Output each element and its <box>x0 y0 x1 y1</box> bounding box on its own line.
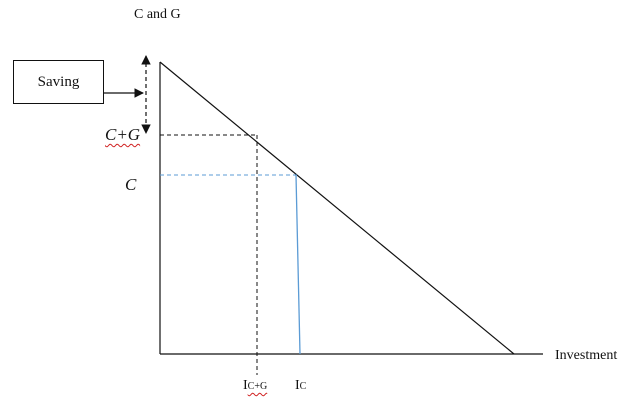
i-c-main: I <box>295 378 300 393</box>
saving-box-label: Saving <box>37 73 80 90</box>
c-level-label: C <box>125 175 137 194</box>
investment-demand-line <box>159 61 515 355</box>
saving-box: Saving <box>13 60 104 104</box>
y-axis-label: C and G <box>134 7 181 22</box>
x-axis-label: Investment <box>555 348 618 363</box>
i-c-sub: C <box>299 381 307 392</box>
c-vertical-guide <box>295 174 301 355</box>
c-plus-g-level-label: C+G <box>105 125 141 144</box>
i-c-plus-g-tick-label: IC+G <box>243 379 267 393</box>
i-c-plus-g-main: I <box>243 378 248 393</box>
i-c-tick-label: IC <box>295 379 306 393</box>
i-c-plus-g-sub: C+G <box>247 381 268 392</box>
